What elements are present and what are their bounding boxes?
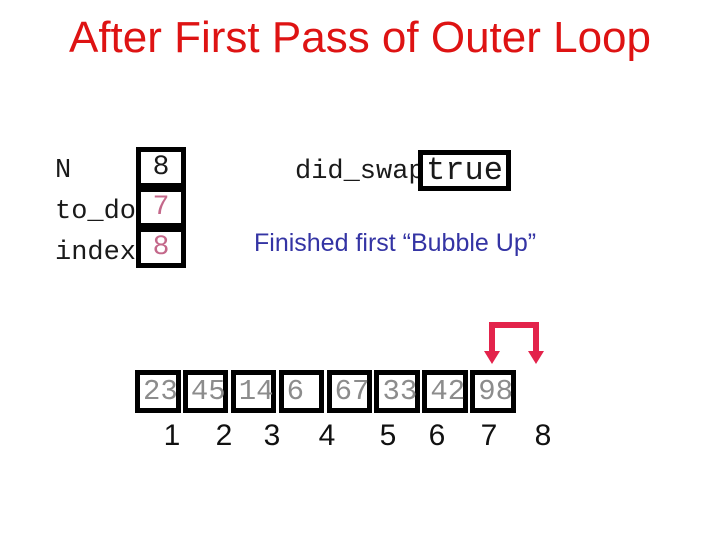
arrowhead-right-icon [528, 351, 544, 364]
array-cell-8: 98 [470, 370, 516, 413]
variable-value-box-N: 8 [136, 147, 186, 188]
array-index-8: 8 [534, 419, 552, 452]
array-cell-6: 33 [374, 370, 420, 413]
didswap-value: true [426, 151, 503, 189]
bracket-stem-right [533, 322, 539, 352]
array-index-3: 3 [263, 419, 281, 452]
variable-value-box-index: 8 [136, 227, 186, 268]
variable-value-to_do: 7 [152, 191, 170, 223]
array-cell-4: 6 [278, 370, 325, 413]
bracket-bar [489, 322, 539, 328]
variable-value-N: 8 [152, 151, 170, 183]
array-index-1: 1 [163, 419, 181, 452]
array-index-7: 7 [480, 419, 498, 452]
variable-label-N: N [55, 156, 72, 186]
variable-value-index: 8 [152, 231, 170, 263]
array-index-4: 4 [318, 419, 336, 452]
arrowhead-left-icon [484, 351, 500, 364]
array-index-5: 5 [379, 419, 397, 452]
variable-label-to_do: to_do [55, 197, 137, 227]
variable-value-box-to_do: 7 [136, 187, 186, 228]
didswap-value-box: true [418, 150, 511, 191]
bracket-stem-left [489, 322, 495, 352]
didswap-label: did_swap [295, 157, 425, 187]
slide-title: After First Pass of Outer Loop [68, 13, 651, 62]
array-index-6: 6 [428, 419, 446, 452]
loop-swap-arrow-icon [484, 322, 544, 364]
array-index-2: 2 [215, 419, 233, 452]
array-cell-1: 23 [135, 370, 181, 413]
array-cell-2: 45 [182, 370, 229, 413]
array-cell-5: 67 [326, 370, 373, 413]
array-cell-7: 42 [422, 370, 468, 413]
array-cell-3: 14 [230, 370, 277, 413]
finished-caption: Finished first “Bubble Up” [254, 229, 537, 257]
variable-label-index: index [55, 238, 137, 268]
